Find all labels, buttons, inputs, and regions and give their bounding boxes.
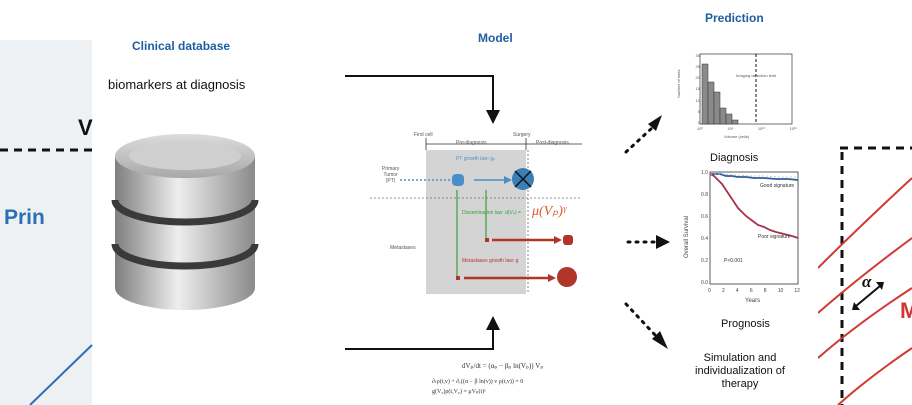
- mu-formula: μ(Vₚ)ᵞ: [532, 204, 567, 219]
- histogram-ytick: 30: [695, 53, 700, 58]
- survival-xticks: 0 2 4 6 8 10 12: [708, 288, 800, 294]
- equation-primary: dVₚ/dt = (αₚ − βₚ ln(Vₚ)) Vₚ: [462, 362, 544, 370]
- histogram-ytick: 5: [697, 108, 700, 114]
- survival-xtick: 8: [763, 288, 767, 294]
- right-faded-panel: [818, 138, 912, 405]
- primary-tumor-label: Primary Tumor (PT): [382, 166, 400, 184]
- survival-xtick: 10: [777, 288, 784, 294]
- pvalue-label: P<0.001: [724, 258, 743, 264]
- survival-xtick: 12: [794, 288, 800, 294]
- survival-ytick: 0.8: [701, 192, 708, 198]
- survival-ytick: 1.0: [701, 170, 708, 176]
- survival-ytick: 0.4: [701, 236, 708, 242]
- equation-boundary: g(V₀)ρ(t,V₀) = μVₚ(t)ᵞ: [432, 389, 486, 395]
- right-ghost-letter-m: M: [900, 298, 912, 323]
- survival-ytick: 0.2: [701, 258, 708, 264]
- histogram-xtick: 10⁵: [727, 126, 734, 131]
- histogram-ytick: 25: [695, 64, 700, 70]
- diagnosis-label: Diagnosis: [710, 152, 759, 164]
- survival-ytick: 0.0: [701, 280, 708, 286]
- survival-xtick: 2: [721, 288, 725, 294]
- equation-transport: ∂ₜρ(t,v) + ∂ᵥ((α − β ln(v)) v ρ(t,v)) = …: [432, 379, 524, 385]
- histogram-xtick: 10⁰: [697, 126, 704, 131]
- left-ghost-letter-v: V: [78, 115, 93, 140]
- model-title: Model: [478, 31, 513, 45]
- survival-xtick: 6: [749, 288, 753, 294]
- survival-yticks: 1.0 0.8 0.6 0.4 0.2 0.0: [696, 170, 708, 286]
- histogram-ylabel: Number of mets: [676, 69, 681, 98]
- model-diagram: [370, 138, 582, 294]
- survival-xtick: 0: [708, 288, 711, 294]
- prognosis-label: Prognosis: [721, 318, 770, 330]
- survival-xtick: 4: [735, 288, 739, 294]
- left-faded-panel: [0, 40, 92, 405]
- survival-curves: [709, 171, 799, 285]
- histogram-yticks: 30 25 20 15 10 5 0: [690, 53, 700, 125]
- right-ghost-graphics: [818, 146, 912, 405]
- left-ghost-graphics: [0, 148, 93, 405]
- histogram-xticks: 10⁰ 10⁵ 10¹⁰ 10¹⁵: [697, 126, 797, 131]
- timeline-first-cell: First cell: [414, 132, 433, 138]
- pt-growth-law: PT growth law: gₚ: [456, 156, 496, 162]
- poor-signature-label: Poor signature: [758, 234, 791, 240]
- prediction-title: Prediction: [705, 11, 764, 25]
- good-signature-label: Good signature: [760, 183, 795, 189]
- metastases-growth-law: Metastases growth law: g: [462, 258, 519, 264]
- metastases-histogram: [699, 53, 793, 125]
- histogram-ytick: 0: [697, 119, 700, 125]
- histogram-xlabel: Volume (cells): [724, 134, 750, 139]
- histogram-xtick: 10¹⁰: [757, 126, 766, 131]
- database-icon: [111, 134, 259, 310]
- histogram-xtick: 10¹⁵: [789, 126, 797, 131]
- right-ghost-alpha: α: [862, 272, 872, 291]
- timeline-post-diagnosis: Post-diagnosis: [536, 140, 569, 146]
- histogram-ytick: 10: [695, 97, 700, 103]
- survival-xlabel: Years: [745, 298, 761, 304]
- survival-ylabel: Overall Survival: [684, 215, 690, 258]
- metastases-label: Metastases: [390, 245, 416, 251]
- clinical-database-title: Clinical database: [132, 39, 231, 53]
- left-ghost-prin: Prin: [4, 206, 45, 229]
- histogram-annotation: Imaging detection limit: [736, 73, 776, 78]
- histogram-ytick: 20: [695, 75, 700, 81]
- simulation-label: Simulation and individualization of ther…: [695, 352, 785, 390]
- timeline-surgery: Surgery: [513, 132, 531, 138]
- survival-ytick: 0.6: [701, 214, 708, 220]
- timeline-pre-diagnosis: Pre-diagnosis: [456, 140, 487, 146]
- biomarkers-label: biomarkers at diagnosis: [108, 77, 246, 92]
- dissemination-law: Dissemination law: d(Vₚ) =: [462, 210, 521, 216]
- histogram-ytick: 15: [695, 86, 700, 92]
